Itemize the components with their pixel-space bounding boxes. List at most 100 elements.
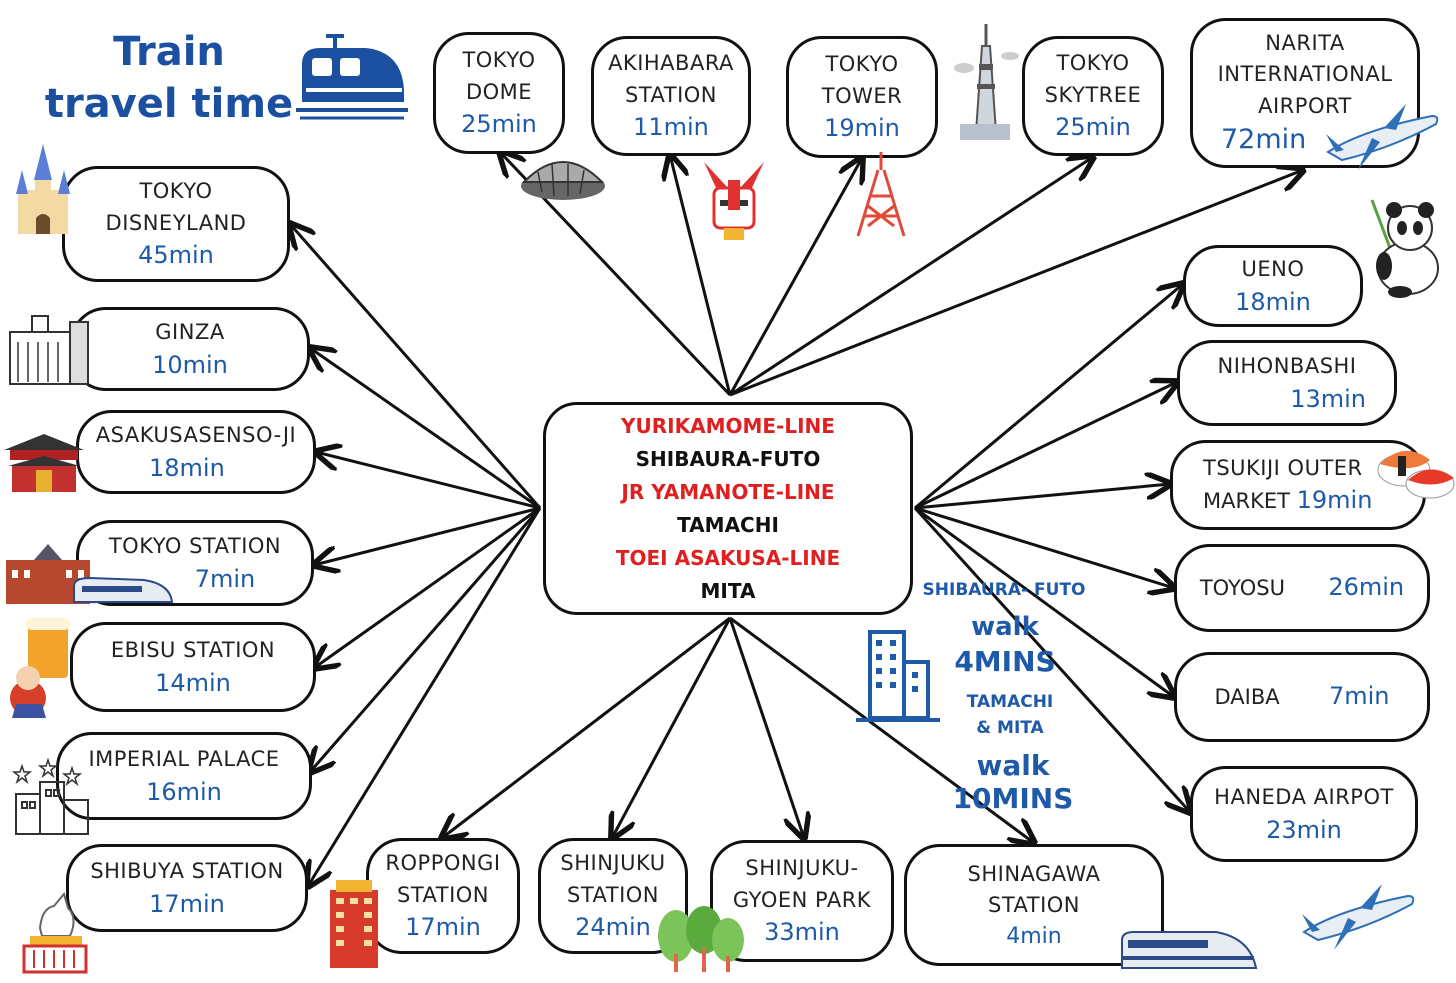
walk-label-2: walk (976, 749, 1050, 782)
node-time: 72min (1221, 124, 1307, 156)
node-ueno: UENO 18min (1183, 245, 1363, 327)
walk-label-1: walk (971, 612, 1039, 642)
node-time: 23min (1266, 815, 1342, 844)
castle-icon (16, 144, 70, 234)
bullet-train-icon-2 (1121, 931, 1258, 969)
arrow-shinjuku-gyoen (728, 617, 804, 838)
arrow-asakusa (316, 452, 541, 510)
office-building-icon (856, 630, 940, 722)
node-time: 14min (155, 668, 231, 697)
node-name: IMPERIAL PALACE (88, 747, 280, 772)
dome-icon (521, 161, 605, 200)
node-roppongi: ROPPONGI STATION 17min (366, 838, 520, 954)
node-line: MARKET 19min (1173, 484, 1423, 518)
node-time: 25min (461, 110, 537, 139)
node-name: SHINAGAWA (967, 861, 1101, 886)
arrow-nihonbashi (914, 382, 1177, 510)
node-name: STATION (987, 893, 1081, 918)
arrow-daiba (914, 506, 1174, 697)
node-time: 16min (146, 777, 222, 806)
building-icon (9, 315, 89, 385)
node-name: SKYTREE (1044, 82, 1142, 107)
arrow-shinjuku (612, 617, 732, 838)
node-name: TOKYO STATION (108, 534, 282, 559)
node-name: TOKYO (825, 52, 899, 77)
node-name: DOME (465, 79, 533, 104)
dog-statue-icon (22, 891, 88, 974)
node-name: UENO (1241, 257, 1305, 282)
node-time: 18min (149, 453, 225, 482)
node-time: 17min (405, 913, 481, 942)
airplane-icon-2 (1302, 884, 1415, 950)
arrow-tokyo-tower (728, 158, 862, 396)
node-name: SHIBUYA STATION (90, 859, 284, 884)
arrow-disneyland (290, 224, 542, 509)
node-name: NARITA (1265, 30, 1345, 55)
node-time: 4min (1006, 923, 1062, 949)
arrow-ginza (310, 348, 541, 510)
node-name: ROPPONGI (385, 851, 501, 876)
node-time: 24min (575, 913, 651, 942)
node-time: 45min (138, 241, 214, 270)
arrow-tsukiji (914, 484, 1170, 510)
node-time: 7min (1328, 682, 1390, 711)
node-time: 10min (152, 350, 228, 379)
node-line: DAIBA 7min (1177, 680, 1427, 714)
node-name: TOYOSU (1199, 576, 1285, 601)
node-time: 18min (1235, 287, 1311, 316)
node-line: TOYOSU 26min (1177, 571, 1427, 605)
arrow-haneda (913, 506, 1190, 812)
node-asakusa: ASAKUSASENSO-JI 18min (76, 410, 316, 494)
node-toyosu: TOYOSU 26min (1174, 544, 1430, 632)
station-building-icon (6, 544, 174, 604)
walk-station-1: SHIBAURA- FUTO (922, 580, 1086, 600)
node-haneda: HANEDA AIRPOT 23min (1190, 766, 1418, 862)
node-ginza: GINZA 10min (70, 307, 310, 391)
panda-icon (1370, 199, 1439, 298)
node-name: DISNEYLAND (105, 210, 247, 235)
node-name: AKIHABARA (608, 51, 734, 76)
central-hub: YURIKAMOME-LINE SHIBAURA-FUTO JR YAMANOT… (543, 402, 913, 615)
node-time: 13min (1290, 384, 1366, 413)
arrow-ebisu (314, 506, 541, 668)
arrow-tokyo-station (314, 506, 541, 565)
hub-line-yurikamome: YURIKAMOME-LINE (621, 413, 835, 438)
arrow-shinagawa (729, 616, 1034, 843)
hub-station-mita: MITA (700, 578, 756, 603)
node-time: 7min (194, 564, 256, 593)
node-shibuya: SHIBUYA STATION 17min (66, 844, 308, 932)
node-tokyo-skytree: TOKYO SKYTREE 25min (1022, 36, 1164, 156)
title-line-2: travel time (44, 81, 294, 127)
node-name: STATION (396, 882, 490, 907)
node-name: DAIBA (1214, 685, 1280, 710)
node-name: HANEDA AIRPOT (1214, 785, 1394, 810)
arrow-shibuya (308, 507, 542, 886)
title-line-1: Train (113, 29, 225, 75)
node-ebisu: EBISU STATION 14min (70, 622, 316, 712)
walk-station-2a: TAMACHI (966, 692, 1054, 712)
beer-icon (10, 618, 70, 718)
node-time: 17min (149, 889, 225, 918)
node-tsukiji: TSUKIJI OUTER MARKET 19min (1170, 440, 1426, 530)
node-name: SHINJUKU- (745, 856, 859, 881)
tower-building-icon (330, 880, 378, 968)
node-nihonbashi: NIHONBASHI 13min (1177, 340, 1397, 426)
node-daiba: DAIBA 7min (1174, 652, 1430, 742)
hub-line-yamanote: JR YAMANOTE-LINE (621, 479, 835, 504)
node-name: AIRPORT (1258, 93, 1352, 118)
arrow-imperial-palace (310, 507, 542, 772)
temple-gate-icon (4, 434, 84, 492)
skytree-icon (954, 24, 1019, 140)
node-name: GYOEN PARK (732, 887, 872, 912)
arrow-toyosu (914, 506, 1174, 588)
node-time: 25min (1055, 113, 1131, 142)
hub-station-shibaura-futo: SHIBAURA-FUTO (635, 446, 821, 471)
arrow-narita (729, 170, 1303, 397)
trees-icon (658, 906, 744, 972)
robot-icon (704, 162, 764, 240)
arrow-akihabara (670, 155, 732, 396)
node-name: TOKYO (1056, 51, 1130, 76)
node-time: 19min (1296, 486, 1373, 514)
